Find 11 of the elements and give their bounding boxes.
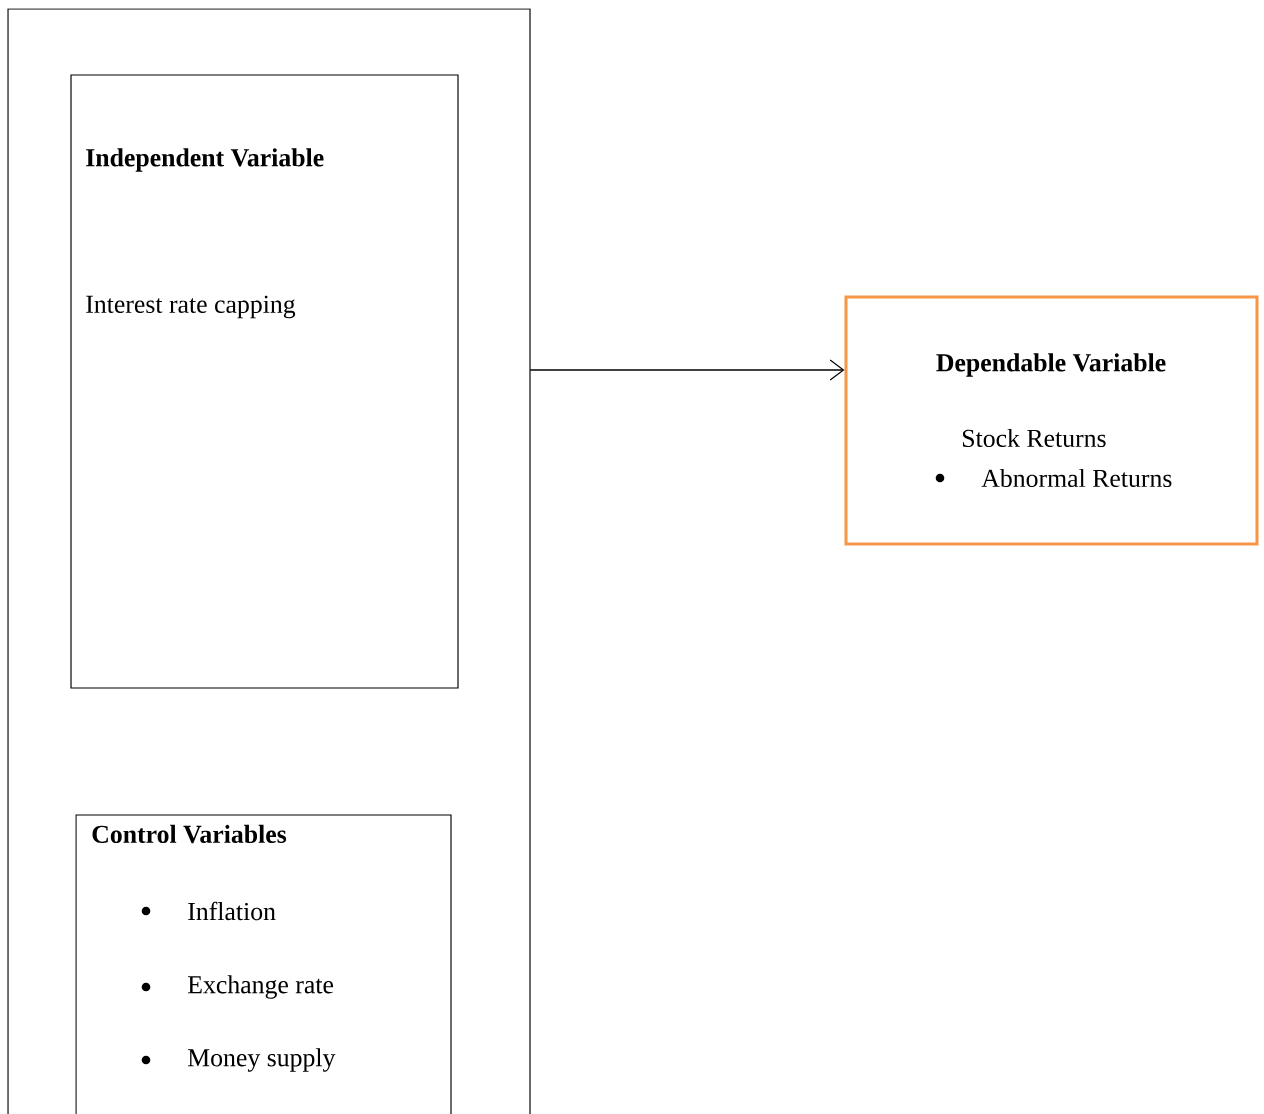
bullet-item: Inflation [141, 901, 276, 921]
bullet-item: Abnormal Returns [935, 468, 1172, 488]
box-heading: Control Variables [92, 824, 287, 844]
box-heading: Independent Variable [86, 148, 324, 172]
box-text: Stock Returns [962, 428, 1106, 448]
box-text: Interest rate capping [86, 295, 296, 319]
bullet-item: Exchange rate [141, 975, 334, 999]
box-heading: Dependable Variable [936, 353, 1166, 377]
bullet-item: Money supply [141, 1048, 336, 1072]
arrow [529, 359, 845, 381]
frame-box [7, 8, 531, 1114]
